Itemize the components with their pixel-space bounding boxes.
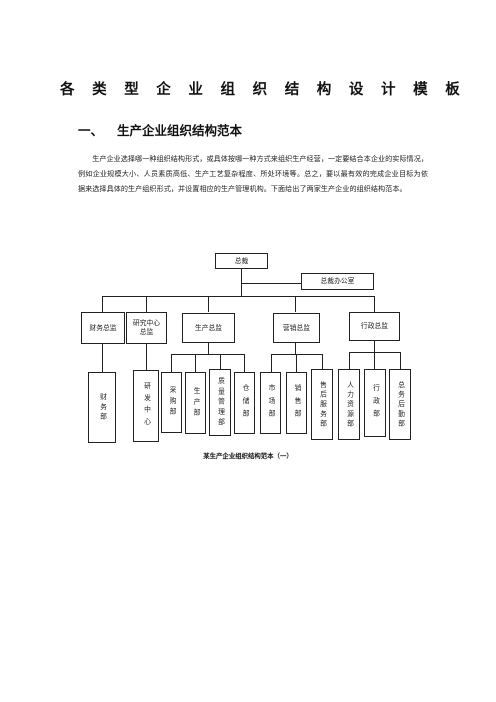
connector-line — [241, 283, 301, 284]
org-node-label: 售后服务部 — [318, 380, 327, 429]
org-node-label: 生产部 — [192, 386, 200, 420]
connector-line — [374, 296, 375, 312]
org-node-admin-dept: 行政部 — [364, 369, 386, 437]
org-node-quality-dept: 质量管理部 — [209, 369, 231, 436]
section-heading: 一、生产企业组织结构范本 — [78, 120, 242, 139]
connector-line — [295, 296, 296, 312]
connector-line — [195, 354, 196, 372]
org-node-production-dept: 生产部 — [185, 372, 206, 434]
connector-line — [146, 344, 147, 370]
section-number: 一、 — [78, 123, 104, 138]
connector-line — [102, 296, 374, 297]
org-node-label: 市场部 — [267, 383, 275, 423]
connector-line — [220, 354, 221, 369]
org-node-purchasing-dept: 采购部 — [161, 372, 182, 433]
org-node-label: 采购部 — [168, 386, 176, 419]
chart-caption: 某生产企业组织结构范本（一） — [203, 452, 293, 460]
connector-line — [374, 352, 375, 369]
org-node-finance-director: 财务总监 — [81, 312, 125, 344]
document-title: 各类型企业组织结构设计模板 — [60, 82, 478, 98]
org-node-label: 人力资源部 — [345, 380, 354, 429]
org-node-label: 财务部 — [98, 392, 107, 423]
connector-line — [296, 354, 297, 372]
connector-line — [295, 342, 296, 354]
connector-line — [171, 354, 172, 372]
connector-line — [102, 344, 103, 372]
connector-line — [271, 354, 272, 372]
org-node-ceo-office: 总裁办公室 — [301, 273, 374, 290]
org-node-research-director: 研究中心总监 — [126, 312, 167, 344]
connector-line — [146, 296, 147, 312]
org-node-logistics-dept: 总务后勤部 — [389, 369, 411, 440]
org-node-ceo: 总裁 — [215, 253, 268, 269]
org-node-rd-center: 研发中心 — [133, 370, 159, 442]
connector-line — [171, 354, 244, 355]
org-node-label: 仓储部 — [241, 383, 249, 423]
org-node-label: 质量管理部 — [216, 376, 225, 429]
connector-line — [374, 340, 375, 352]
connector-line — [208, 296, 209, 312]
org-node-label: 行政部 — [371, 383, 380, 423]
org-node-warehouse-dept: 仓储部 — [234, 372, 255, 434]
org-node-label: 研发中心 — [142, 382, 151, 430]
org-node-production-director: 生产总监 — [182, 313, 235, 343]
connector-line — [244, 354, 245, 372]
org-node-label: 总务后勤部 — [396, 380, 405, 429]
org-node-market-dept: 市场部 — [260, 372, 281, 434]
org-node-aftersales-dept: 售后服务部 — [311, 369, 333, 440]
intro-paragraph: 生产企业选择哪一种组织结构形式，或具体按哪一种方式来组织生产经营，一定要结合本企… — [78, 154, 428, 193]
org-node-finance-dept: 财务部 — [88, 372, 116, 443]
org-node-marketing-director: 营销总监 — [273, 313, 320, 343]
org-node-sales-dept: 销售部 — [286, 372, 307, 434]
org-node-label: 销售部 — [293, 383, 301, 423]
org-node-admin-director: 行政总监 — [349, 312, 400, 341]
connector-line — [322, 354, 323, 369]
section-title: 生产企业组织结构范本 — [117, 123, 243, 138]
connector-line — [349, 352, 350, 369]
org-node-hr-dept: 人力资源部 — [338, 369, 360, 440]
connector-line — [241, 268, 242, 297]
connector-line — [400, 352, 401, 369]
connector-line — [208, 342, 209, 354]
connector-line — [102, 296, 103, 312]
